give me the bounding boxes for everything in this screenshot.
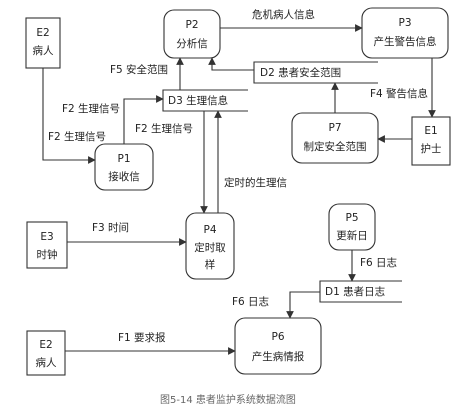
flow-label-f1: F1 要求报 xyxy=(118,331,166,344)
process-p1-id: P1 xyxy=(117,153,130,165)
process-p6-id: P6 xyxy=(271,331,284,343)
entity-e3-id: E3 xyxy=(40,231,53,243)
flow-label-f5: F5 安全范围 xyxy=(110,63,168,76)
process-p5-id: P5 xyxy=(345,212,358,224)
flow-label-f2-c: F2 生理信号 xyxy=(135,122,193,135)
store-d3[interactable]: D3 生理信息 xyxy=(162,89,248,112)
flow-label-f4: F4 警告信息 xyxy=(370,87,428,100)
process-p6[interactable]: P6 产生病情报 xyxy=(234,317,322,375)
entity-e2-top-name: 病人 xyxy=(33,44,54,57)
process-p2[interactable]: P2 分析信 xyxy=(163,9,221,59)
entity-e1-name: 护士 xyxy=(421,142,442,155)
process-p5[interactable]: P5 更新日 xyxy=(328,203,376,251)
entity-e1[interactable]: E1 护士 xyxy=(411,116,451,166)
store-d2[interactable]: D2 患者安全范围 xyxy=(253,61,378,84)
process-p7-name: 制定安全范围 xyxy=(304,140,367,153)
flow-p1-to-d3 xyxy=(123,95,164,144)
store-d2-label: D2 患者安全范围 xyxy=(260,66,341,79)
process-p2-name: 分析信 xyxy=(176,37,208,50)
process-p5-name: 更新日 xyxy=(336,229,368,242)
process-p4-id: P4 xyxy=(203,224,216,236)
process-p1-name: 接收信 xyxy=(108,170,140,183)
process-p7[interactable]: P7 制定安全范围 xyxy=(291,112,379,164)
process-p7-id: P7 xyxy=(328,122,341,134)
flow-label-f2-a: F2 生理信号 xyxy=(62,102,120,115)
entity-e2-top-id: E2 xyxy=(36,27,49,39)
entity-e2-bottom[interactable]: E2 病人 xyxy=(26,330,66,376)
process-p3[interactable]: P3 产生警告信息 xyxy=(361,7,449,59)
flow-label-critical: 危机病人信息 xyxy=(252,8,315,21)
flow-label-f3: F3 时间 xyxy=(92,221,129,234)
store-d1-label: D1 患者日志 xyxy=(325,285,385,298)
flow-label-f2-b: F2 生理信号 xyxy=(48,130,106,143)
process-p3-id: P3 xyxy=(398,17,411,29)
process-p6-name: 产生病情报 xyxy=(252,350,305,363)
flow-label-f6-a: F6 日志 xyxy=(360,256,397,269)
flow-d2-to-p2 xyxy=(208,57,254,71)
entity-e1-id: E1 xyxy=(424,125,437,137)
entity-e2-bottom-name: 病人 xyxy=(36,356,57,369)
figure-caption: 图5-14 患者监护系统数据流图 xyxy=(160,393,296,406)
store-d1[interactable]: D1 患者日志 xyxy=(319,280,402,303)
flow-label-f6-b: F6 日志 xyxy=(232,295,269,308)
process-p4[interactable]: P4 定时取 样 xyxy=(185,212,235,280)
entity-e2-top[interactable]: E2 病人 xyxy=(25,17,61,69)
flow-label-timed: 定时的生理信 xyxy=(224,176,287,189)
process-p4-name-line2: 样 xyxy=(205,258,216,271)
store-d3-label: D3 生理信息 xyxy=(168,94,228,107)
flow-d1-to-p6 xyxy=(286,291,320,319)
process-p3-name: 产生警告信息 xyxy=(374,35,437,48)
process-p4-name-line1: 定时取 xyxy=(194,241,226,254)
process-p1[interactable]: P1 接收信 xyxy=(94,143,154,191)
process-p2-id: P2 xyxy=(185,19,198,31)
entity-e3[interactable]: E3 时钟 xyxy=(26,221,68,269)
entity-e2-bottom-id: E2 xyxy=(39,339,52,351)
flow-e2-to-p1 xyxy=(42,68,96,164)
entity-e3-name: 时钟 xyxy=(37,248,58,261)
